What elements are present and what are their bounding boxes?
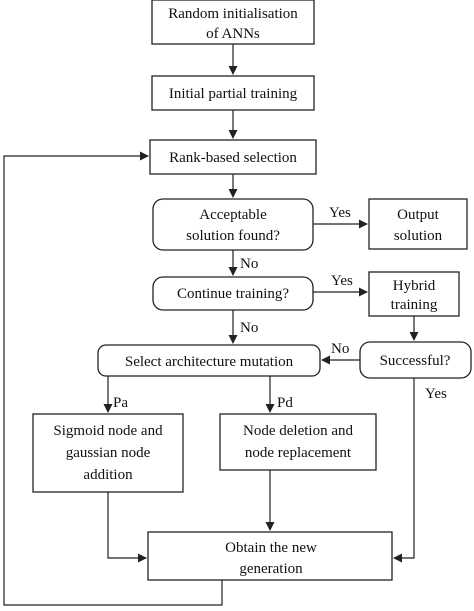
node-random-init-line-1: Random initialisation	[168, 6, 298, 22]
label-yes-acceptable: Yes	[329, 205, 351, 221]
edge-generation-loop-back	[3, 151, 223, 606]
node-acceptable-line-2: solution found?	[186, 228, 280, 244]
label-no-successful: No	[331, 341, 349, 357]
node-select-mutation: Select architecture mutation	[97, 344, 321, 377]
node-random-init: Random initialisation of ANNs	[151, 0, 315, 45]
node-successful-label: Successful?	[380, 353, 451, 369]
node-new-generation-line-1: Obtain the new	[225, 540, 317, 556]
node-initial-training-label: Initial partial training	[169, 86, 298, 102]
node-deletion-replacement: Node deletion and node replacement	[219, 413, 377, 471]
node-continue-training: Continue training?	[152, 276, 314, 311]
node-select-mutation-label: Select architecture mutation	[125, 354, 294, 370]
label-yes-continue: Yes	[331, 273, 353, 289]
node-initial-training: Initial partial training	[151, 75, 315, 111]
node-deletion-line-1: Node deletion and	[243, 423, 353, 439]
node-successful: Successful?	[359, 341, 472, 379]
node-hybrid-line-2: training	[391, 297, 438, 313]
node-acceptable-line-1: Acceptable	[199, 207, 267, 223]
label-yes-successful: Yes	[425, 386, 447, 402]
node-sigmoid-line-2: gaussian node	[66, 445, 151, 461]
node-random-init-line-2: of ANNs	[206, 26, 260, 42]
node-hybrid-training: Hybrid training	[368, 271, 460, 317]
label-pd: Pd	[277, 395, 293, 411]
node-new-generation: Obtain the new generation	[147, 531, 393, 581]
edge-successful-to-generation	[393, 378, 415, 563]
label-pa: Pa	[113, 395, 128, 411]
node-sigmoid-addition: Sigmoid node and gaussian node addition	[32, 413, 184, 493]
node-hybrid-line-1: Hybrid	[393, 278, 436, 294]
label-no-continue: No	[240, 320, 258, 336]
node-new-generation-line-2: generation	[239, 561, 303, 577]
node-rank-selection: Rank-based selection	[149, 139, 317, 175]
node-output-line-2: solution	[394, 228, 443, 244]
node-acceptable-solution: Acceptable solution found?	[152, 198, 314, 251]
edge-labels: Yes No Yes No No Yes Pa Pd	[113, 205, 447, 411]
node-deletion-line-2: node replacement	[245, 445, 352, 461]
node-continue-training-label: Continue training?	[177, 286, 289, 302]
node-output-solution: Output solution	[368, 198, 468, 250]
node-sigmoid-line-3: addition	[83, 467, 133, 483]
edges	[3, 44, 419, 606]
label-no-acceptable: No	[240, 256, 258, 272]
node-sigmoid-line-1: Sigmoid node and	[53, 423, 163, 439]
edge-sigmoid-to-generation	[107, 492, 147, 563]
node-output-line-1: Output	[397, 207, 440, 223]
node-rank-selection-label: Rank-based selection	[169, 150, 297, 166]
